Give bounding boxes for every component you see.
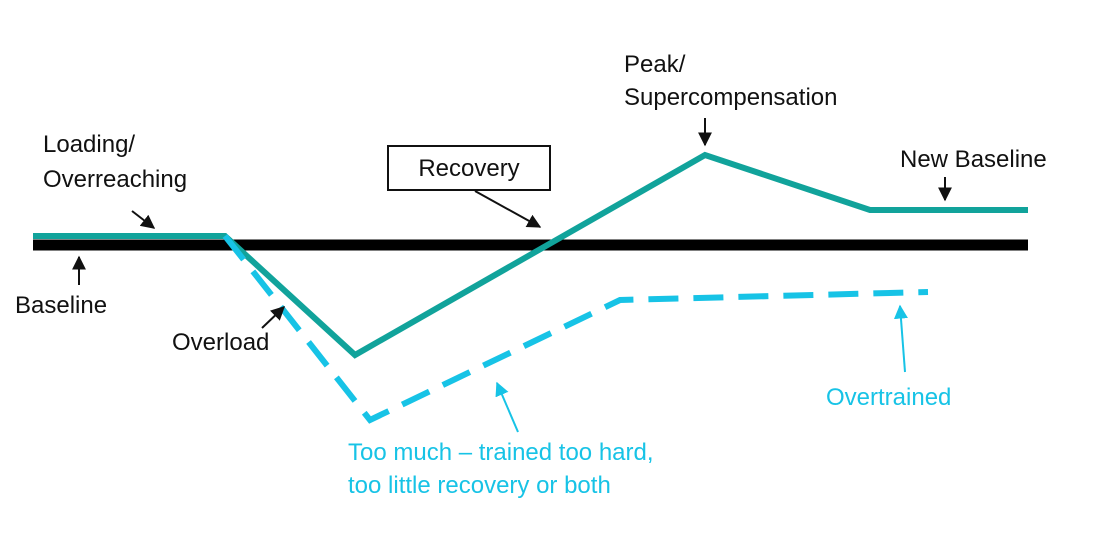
training-curve — [33, 151, 1028, 359]
recovery-box — [387, 145, 551, 191]
peak-label-line2: Supercompensation — [624, 84, 837, 111]
loading-label-line1: Loading/ — [43, 131, 135, 158]
overtrained-label: Overtrained — [826, 384, 951, 411]
recovery-arrow — [474, 190, 542, 228]
too-much-label-line2: too little recovery or both — [348, 472, 611, 499]
loading-label-line2: Overreaching — [43, 166, 187, 193]
overload-label: Overload — [172, 329, 269, 356]
too-much-arrow — [495, 381, 519, 433]
overtrained-curve — [222, 234, 929, 424]
overload-arrow — [261, 306, 286, 329]
new-baseline-label: New Baseline — [900, 146, 1047, 173]
baseline-label: Baseline — [15, 292, 107, 319]
too-much-label-line1: Too much – trained too hard, — [348, 439, 654, 466]
loading-arrow — [131, 210, 156, 229]
peak-label-line1: Peak/ — [624, 51, 686, 78]
overtrained-arrow — [893, 304, 908, 373]
recovery-label: Recovery — [418, 155, 519, 182]
